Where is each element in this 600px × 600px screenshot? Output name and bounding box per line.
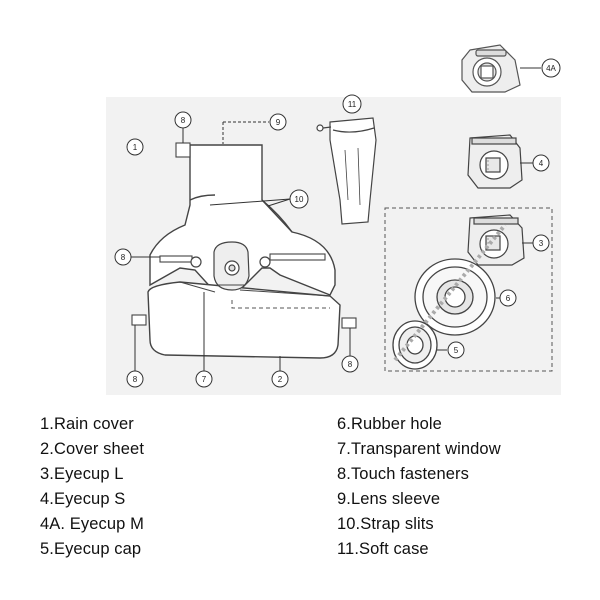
callout-8-left-label: 8 bbox=[121, 253, 126, 262]
callout-9: 9 bbox=[269, 113, 287, 131]
axis-line bbox=[393, 223, 507, 362]
callout-8-left: 8 bbox=[114, 248, 132, 266]
leader-lines bbox=[130, 121, 351, 371]
legend-item-lens-sleeve: 9.Lens sleeve bbox=[337, 490, 441, 508]
callout-8-bottom-right-label: 8 bbox=[348, 360, 353, 369]
callout-5-label: 5 bbox=[454, 346, 459, 355]
legend-item-touch-fasteners: 8.Touch fasteners bbox=[337, 465, 469, 483]
callout-1-label: 1 bbox=[133, 143, 138, 152]
callout-8-bottom-left-label: 8 bbox=[133, 375, 138, 384]
callout-3: 3 bbox=[532, 234, 550, 252]
callout-8-top: 8 bbox=[174, 111, 192, 129]
transparent-window-shape bbox=[213, 241, 250, 291]
callout-2: 2 bbox=[271, 370, 289, 388]
strap-slit-shapes bbox=[190, 256, 271, 268]
callout-1: 1 bbox=[126, 138, 144, 156]
callout-4-label: 4 bbox=[539, 159, 544, 168]
rubber-hole-illustration bbox=[414, 258, 496, 336]
assembly-line bbox=[231, 300, 330, 309]
legend-item-rubber-hole: 6.Rubber hole bbox=[337, 415, 442, 433]
callout-6: 6 bbox=[499, 289, 517, 307]
callout-9-label: 9 bbox=[276, 118, 281, 127]
callout-10: 10 bbox=[289, 189, 309, 209]
callout-5: 5 bbox=[447, 341, 465, 359]
legend-item-eyecup-cap: 5.Eyecup cap bbox=[40, 540, 142, 558]
eyecup-group-box bbox=[384, 207, 553, 372]
callout-10-label: 10 bbox=[295, 195, 304, 204]
callout-7: 7 bbox=[195, 370, 213, 388]
callout-8-bottom-left: 8 bbox=[126, 370, 144, 388]
legend-item-eyecup-l: 3.Eyecup L bbox=[40, 465, 124, 483]
callout-8-top-label: 8 bbox=[181, 116, 186, 125]
callout-11: 11 bbox=[342, 94, 362, 114]
legend-column-left: 1.Rain cover 2.Cover sheet 3.Eyecup L 4.… bbox=[40, 412, 144, 562]
callout-2-label: 2 bbox=[278, 375, 283, 384]
legend-item-strap-slits: 10.Strap slits bbox=[337, 515, 434, 533]
eyecup-cap-illustration bbox=[392, 320, 438, 370]
callout-6-label: 6 bbox=[506, 294, 511, 303]
callout-11-label: 11 bbox=[348, 100, 357, 109]
soft-case-illustration bbox=[316, 117, 377, 225]
callout-4a-label: 4A bbox=[546, 64, 556, 73]
legend-item-rain-cover: 1.Rain cover bbox=[40, 415, 134, 433]
callout-4: 4 bbox=[532, 154, 550, 172]
callout-4a: 4A bbox=[541, 58, 561, 78]
legend-column-right: 6.Rubber hole 7.Transparent window 8.Tou… bbox=[337, 412, 501, 562]
parts-legend: 1.Rain cover 2.Cover sheet 3.Eyecup L 4.… bbox=[0, 412, 600, 592]
legend-item-cover-sheet: 2.Cover sheet bbox=[40, 440, 145, 458]
legend-item-eyecup-m: 4A. Eyecup M bbox=[40, 515, 144, 533]
parts-diagram: 4A bbox=[106, 44, 561, 395]
eyecup-s-illustration bbox=[467, 134, 523, 189]
eyecup-l-illustration bbox=[467, 214, 525, 266]
callout-7-label: 7 bbox=[202, 375, 207, 384]
legend-item-soft-case: 11.Soft case bbox=[337, 540, 429, 558]
callout-8-bottom-right: 8 bbox=[341, 355, 359, 373]
legend-item-transparent-window: 7.Transparent window bbox=[337, 440, 501, 458]
legend-item-eyecup-s: 4.Eyecup S bbox=[40, 490, 126, 508]
callout-3-label: 3 bbox=[539, 239, 544, 248]
eyecup-m-illustration bbox=[461, 44, 521, 93]
